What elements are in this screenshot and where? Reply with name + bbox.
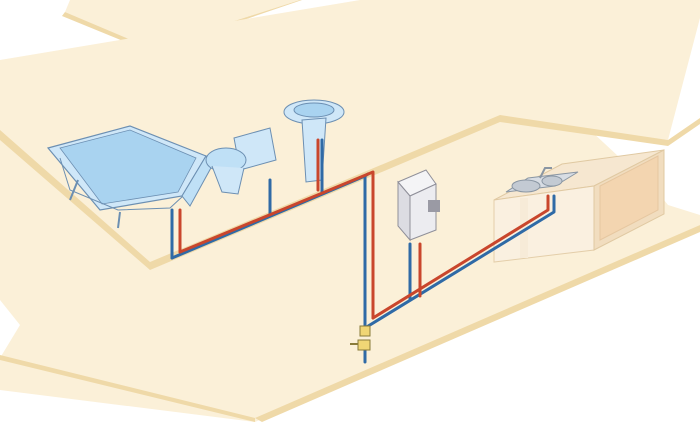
washbasin-icon	[283, 99, 345, 183]
stop-valve-icon	[350, 325, 371, 351]
bathtub-icon	[46, 125, 213, 229]
hot-water-pipes	[178, 138, 550, 320]
water-heater-icon	[397, 169, 440, 242]
toilet-icon	[205, 127, 277, 195]
kitchen-sink-icon	[505, 167, 579, 193]
